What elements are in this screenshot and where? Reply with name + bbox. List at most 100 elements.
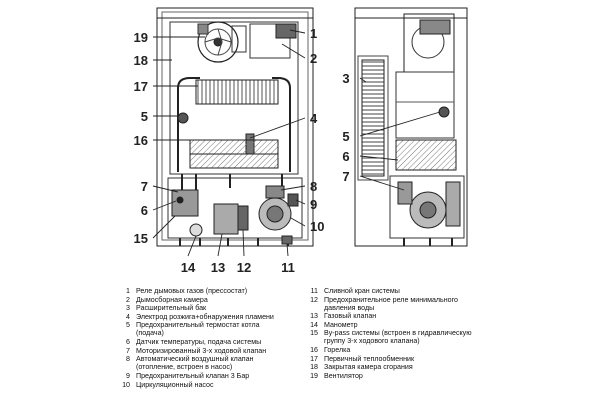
- legend-text: Автоматический воздушный клапан (отоплен…: [136, 355, 254, 372]
- side-view: [354, 7, 468, 247]
- legend-number: 19: [310, 371, 318, 380]
- callout-10: 10: [310, 219, 324, 234]
- legend-entry: 6 Датчик температуры, подача системы: [119, 338, 289, 346]
- callout-7: 7: [141, 179, 148, 194]
- legend-text: Первичный теплообменник: [324, 354, 415, 363]
- boiler-drawing: 19 18 17 5 16 7 6 15 14 13 12 11 10 9 8 …: [134, 7, 468, 275]
- legend-text: Предохранительный клапан 3 Бар: [136, 371, 250, 380]
- safety-thermostat: [177, 112, 189, 124]
- legend-entry: 5 Предохранительный термостат котла (пода…: [119, 321, 289, 337]
- legend-entry: 13 Газовый клапан: [307, 312, 487, 320]
- leader-lines: [152, 29, 441, 257]
- legend-number: 6: [126, 338, 130, 347]
- legend-entry: 3 Расширительный бак: [119, 304, 289, 312]
- fan: [197, 21, 247, 63]
- legend-number: 3: [126, 304, 130, 313]
- legend-text: Закрытая камера сгорания: [324, 363, 413, 372]
- legend-column-right: 11 Сливной кран системы 12 Предохранительно…: [307, 287, 487, 381]
- legend-text: By-pass системы (встроен в гидравлическу…: [324, 329, 472, 346]
- callout-9: 9: [310, 197, 317, 212]
- legend-number: 12: [310, 295, 318, 304]
- legend-text: Горелка: [324, 346, 351, 355]
- drain-tap: [281, 235, 293, 245]
- legend-number: 7: [126, 346, 130, 355]
- heat-exchanger: [195, 79, 279, 105]
- legend-entry: 11 Сливной кран системы: [307, 287, 487, 295]
- legend-entry: 19 Вентилятор: [307, 372, 487, 380]
- legend-text: Предохранительное реле минимального давл…: [324, 295, 458, 312]
- legend-entry: 8 Автоматический воздушный клапан (отопле…: [119, 355, 289, 371]
- three-way-valve: [171, 189, 199, 217]
- legend-number: 13: [310, 312, 318, 321]
- legend-entry: 14 Манометр: [307, 321, 487, 329]
- legend-column-left: 1 Реле дымовых газов (прессостат) 2 Дымосбо…: [119, 287, 289, 389]
- legend-entry: 15 By-pass системы (встроен в гидравличес…: [307, 329, 487, 345]
- side-callout-5: 5: [342, 129, 349, 144]
- callout-11: 11: [281, 260, 295, 275]
- side-callout-6: 6: [342, 149, 349, 164]
- legend-entry: 12 Предохранительное реле минимального да…: [307, 296, 487, 312]
- legend-number: 18: [310, 363, 318, 372]
- legend-text: Электрод розжига+обнаружения пламени: [136, 312, 274, 321]
- side-callout-3: 3: [342, 71, 349, 86]
- legend-number: 15: [310, 329, 318, 338]
- callout-15: 15: [134, 231, 148, 246]
- legend-text: Манометр: [324, 320, 358, 329]
- legend-text: Сливной кран системы: [324, 287, 400, 295]
- legend-text: Датчик температуры, подача системы: [136, 338, 262, 347]
- legend-number: 2: [126, 295, 130, 304]
- legend-number: 5: [126, 321, 130, 330]
- legend-text: Дымосборная камера: [136, 295, 208, 304]
- callout-2: 2: [310, 51, 317, 66]
- legend-number: 17: [310, 354, 318, 363]
- air-vent: [265, 185, 285, 199]
- hydraulic-group: [167, 177, 303, 239]
- callout-18: 18: [134, 53, 148, 68]
- pressure-relay: [237, 205, 249, 231]
- callout-13: 13: [211, 260, 225, 275]
- front-view: [156, 7, 314, 247]
- legend-number: 9: [126, 371, 130, 380]
- callout-16: 16: [134, 133, 148, 148]
- legend-entry: 10 Циркуляционный насос: [119, 381, 289, 389]
- callout-1: 1: [310, 26, 317, 41]
- side-casing: [354, 7, 468, 247]
- legend-number: 14: [310, 320, 318, 329]
- legend-text: Циркуляционный насос: [136, 380, 214, 389]
- legend-text: Реле дымовых газов (прессостат): [136, 287, 248, 295]
- legend-number: 8: [126, 355, 130, 364]
- legend-number: 11: [310, 287, 318, 295]
- callout-labels: 19 18 17 5 16 7 6 15 14 13 12 11 10 9 8 …: [134, 26, 350, 275]
- legend-text: Предохранительный термостат котла (подач…: [136, 321, 260, 338]
- legend-entry: 7 Моторизированный 3-х ходовой клапан: [119, 347, 289, 355]
- callout-4: 4: [310, 111, 318, 126]
- boiler-casing: [156, 7, 314, 247]
- manometer: [189, 223, 203, 237]
- callout-19: 19: [134, 30, 148, 45]
- safety-valve: [287, 193, 299, 207]
- side-callout-7: 7: [342, 169, 349, 184]
- callout-17: 17: [134, 79, 148, 94]
- legend: 1 Реле дымовых газов (прессостат) 2 Дымосбо…: [0, 287, 600, 400]
- legend-entry: 9 Предохранительный клапан 3 Бар: [119, 372, 289, 380]
- callout-12: 12: [237, 260, 251, 275]
- callout-6: 6: [141, 203, 148, 218]
- legend-entry: 17 Первичный теплообменник: [307, 355, 487, 363]
- callout-5: 5: [141, 109, 148, 124]
- legend-entry: 18 Закрытая камера сгорания: [307, 363, 487, 371]
- flue-collector: [249, 23, 291, 59]
- legend-number: 10: [122, 380, 130, 389]
- flow-sensor: [176, 196, 184, 204]
- callout-14: 14: [181, 260, 196, 275]
- legend-text: Моторизированный 3-х ходовой клапан: [136, 346, 267, 355]
- legend-number: 1: [126, 287, 130, 295]
- legend-text: Вентилятор: [324, 371, 363, 380]
- expansion-tank: [361, 59, 385, 177]
- legend-text: Расширительный бак: [136, 304, 207, 313]
- combustion-chamber: [169, 21, 299, 175]
- gas-valve: [213, 203, 239, 235]
- callout-8: 8: [310, 179, 317, 194]
- legend-text: Газовый клапан: [324, 312, 377, 321]
